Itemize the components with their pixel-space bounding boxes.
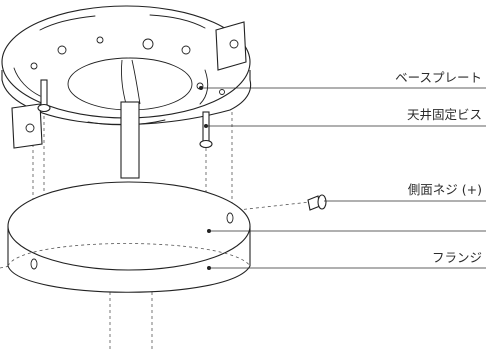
flange bbox=[7, 181, 251, 293]
label-flange: フランジ bbox=[432, 250, 482, 265]
power-cable bbox=[120, 59, 141, 179]
label-side-screw: 側面ネジ (+) bbox=[408, 182, 482, 197]
label-ceiling-screw: 天井固定ビス bbox=[407, 107, 482, 122]
base-plate bbox=[1, 5, 252, 149]
ceiling-screw-left bbox=[37, 79, 51, 113]
ceiling-screw-right bbox=[199, 111, 213, 149]
side-screw bbox=[307, 194, 327, 211]
leader-lines bbox=[199, 86, 486, 269]
label-base-plate: ベースプレート bbox=[395, 70, 482, 85]
